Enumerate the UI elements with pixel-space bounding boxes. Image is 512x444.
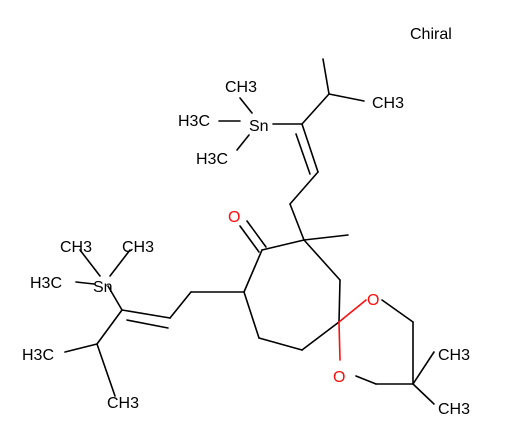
bond bbox=[301, 93, 330, 125]
methyl-label: CH3 bbox=[225, 79, 257, 96]
bond bbox=[303, 234, 349, 241]
bond bbox=[355, 375, 377, 385]
bond bbox=[322, 58, 330, 95]
methyl-label: H3C bbox=[196, 151, 228, 168]
bond bbox=[239, 225, 260, 253]
bond bbox=[258, 337, 303, 351]
bond bbox=[338, 299, 367, 323]
methyl-label: CH3 bbox=[438, 401, 470, 418]
bond bbox=[381, 299, 414, 323]
bond bbox=[239, 97, 253, 114]
bond bbox=[338, 279, 341, 323]
bond bbox=[96, 309, 123, 345]
bond bbox=[121, 309, 171, 319]
bond bbox=[243, 291, 260, 339]
dioxane-oxygen-bottom: O bbox=[333, 369, 345, 386]
carbonyl-oxygen: O bbox=[228, 209, 240, 226]
upper-vinylstannane-arm bbox=[218, 58, 365, 241]
bond bbox=[412, 351, 435, 385]
tin-atom-upper: Sn bbox=[249, 118, 269, 135]
lower-vinylstannane-arm bbox=[64, 249, 245, 397]
bond bbox=[79, 249, 101, 277]
bond bbox=[338, 321, 341, 361]
bond bbox=[109, 249, 131, 277]
methyl-label: H3C bbox=[178, 113, 210, 130]
bond bbox=[96, 343, 116, 397]
bond bbox=[328, 93, 365, 102]
methyl-label: H3C bbox=[22, 347, 54, 364]
bond-double-inner bbox=[126, 319, 169, 329]
methyl-label: CH3 bbox=[438, 347, 470, 364]
bond bbox=[236, 134, 250, 151]
bond bbox=[301, 321, 340, 351]
bond bbox=[301, 123, 319, 173]
methyl-label: CH3 bbox=[122, 239, 154, 256]
bond bbox=[303, 239, 341, 281]
tin-atom-lower: Sn bbox=[93, 279, 113, 296]
bond bbox=[75, 281, 95, 285]
methyl-label: H3C bbox=[30, 275, 62, 292]
bond bbox=[289, 203, 305, 241]
bond bbox=[261, 239, 305, 251]
bond bbox=[64, 343, 98, 353]
bond bbox=[107, 285, 123, 311]
chiral-label: Chiral bbox=[410, 26, 452, 43]
methyl-label: CH3 bbox=[372, 95, 404, 112]
dioxane-oxygen-top: O bbox=[367, 292, 379, 309]
bond bbox=[243, 249, 263, 293]
bond bbox=[169, 291, 192, 319]
methyl-label: CH3 bbox=[107, 395, 139, 412]
bond bbox=[412, 383, 435, 405]
bond-double-inner bbox=[246, 220, 267, 248]
bond bbox=[289, 171, 319, 205]
bond-double-inner bbox=[295, 133, 311, 175]
ring-system bbox=[239, 220, 435, 405]
methyl-label: CH3 bbox=[60, 239, 92, 256]
